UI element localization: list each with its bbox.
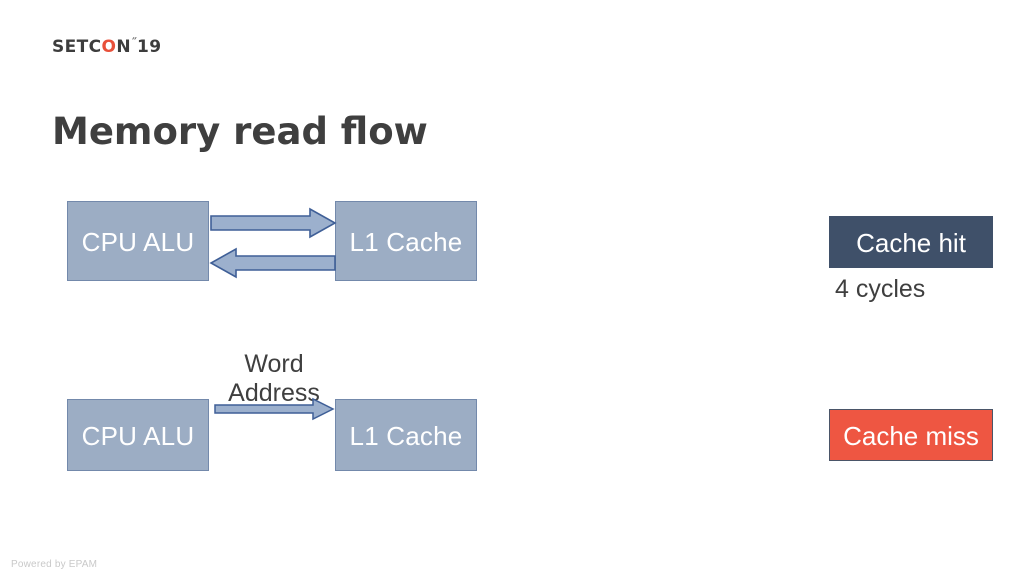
box-cpu-alu-row1: CPU ALU: [67, 201, 209, 281]
cache-hit-cycles-text: 4 cycles: [835, 275, 926, 303]
box-l1-cache-row1-label: L1 Cache: [349, 227, 463, 257]
box-cpu-alu-row1-label: CPU ALU: [81, 227, 195, 257]
box-l1-cache-row2-label: L1 Cache: [349, 421, 463, 451]
box-cpu-alu-row2: CPU ALU: [67, 399, 209, 471]
arrow-right-block-row2: [214, 397, 335, 421]
label-word-address: Word Address: [196, 350, 352, 408]
logo-accent-letter: O: [101, 37, 117, 57]
logo-tick-mark: ˝: [131, 36, 138, 50]
status-badge-cache-hit: Cache hit: [829, 216, 993, 268]
logo-year: 19: [137, 37, 162, 57]
label-word-address-line1: Word: [244, 350, 304, 378]
label-word-address-line2: Address: [228, 379, 320, 407]
logo-text-part2: N: [116, 37, 132, 57]
footer-credit: Powered by EPAM: [11, 559, 98, 570]
status-badge-cache-hit-label: Cache hit: [856, 228, 966, 258]
box-l1-cache-row2: L1 Cache: [335, 399, 477, 471]
arrow-right-block-row1: [210, 207, 337, 239]
page-title: Memory read flow: [52, 109, 428, 153]
status-badge-cache-miss-label: Cache miss: [843, 421, 979, 451]
arrow-left-block-row1: [209, 247, 336, 279]
status-badge-cache-miss: Cache miss: [829, 409, 993, 461]
setcon-logo: SETCON˝19: [52, 33, 162, 57]
box-cpu-alu-row2-label: CPU ALU: [81, 421, 195, 451]
logo-text-part1: SETC: [52, 37, 102, 57]
box-l1-cache-row1: L1 Cache: [335, 201, 477, 281]
